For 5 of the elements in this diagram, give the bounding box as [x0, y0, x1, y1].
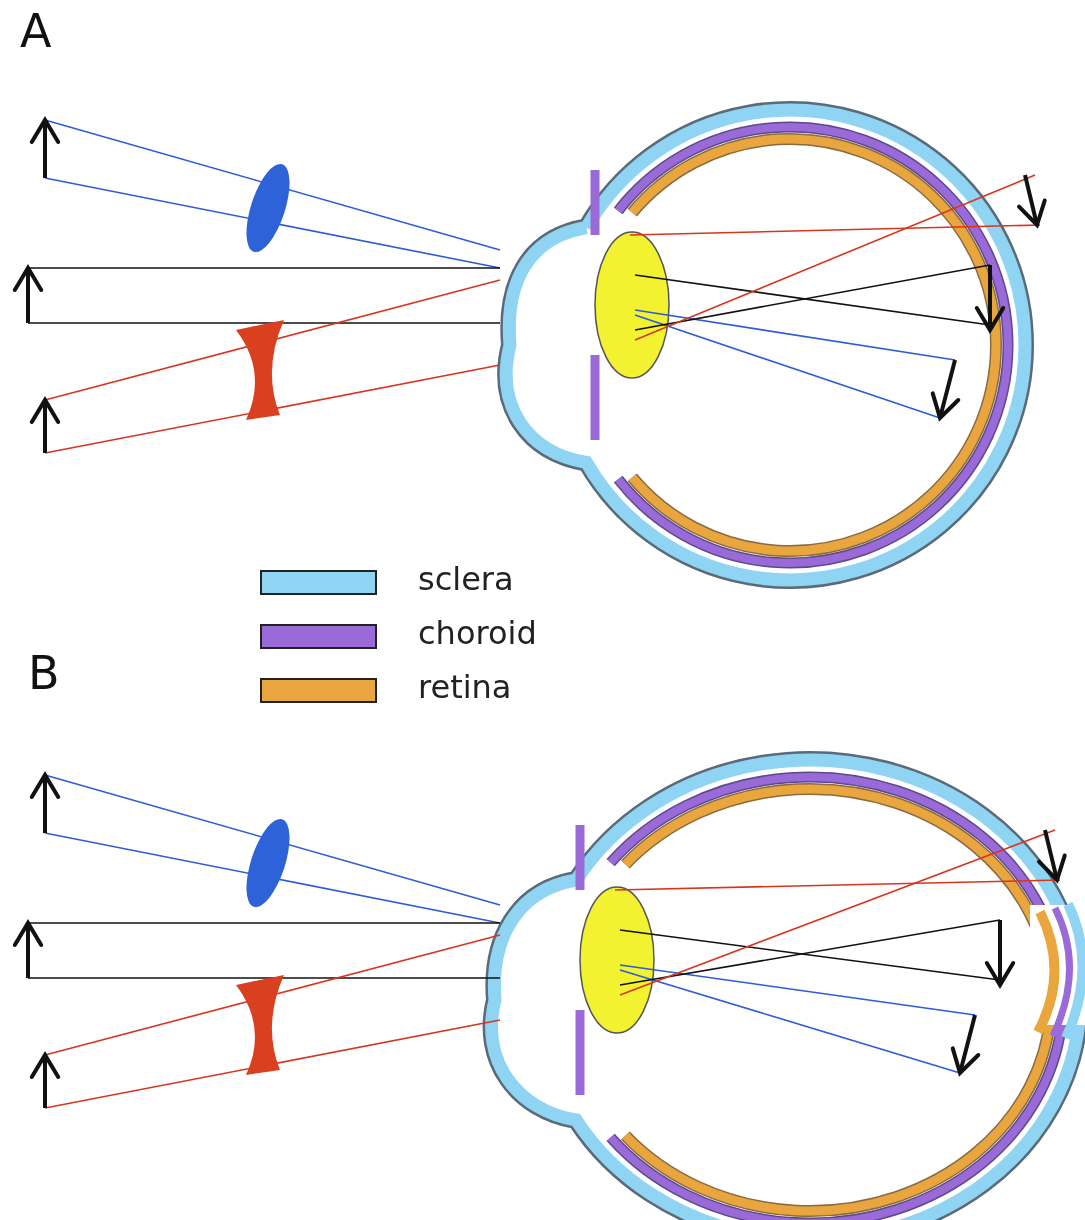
legend-label: retina	[418, 671, 512, 703]
panel-letter: A	[20, 8, 52, 54]
panel-letter: B	[28, 650, 60, 696]
legend-label: choroid	[418, 617, 537, 649]
legend-label: sclera	[418, 563, 514, 595]
